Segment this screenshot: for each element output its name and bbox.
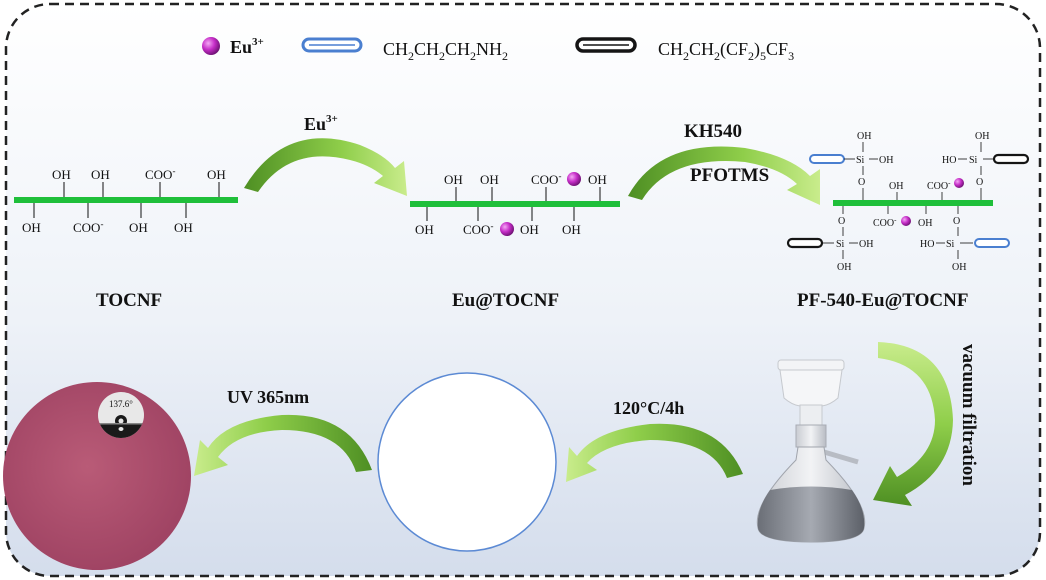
svg-text:Si: Si [946, 239, 955, 250]
svg-text:COO-: COO- [463, 221, 493, 237]
svg-text:COO-: COO- [531, 171, 561, 187]
filtration-flask-image [756, 359, 866, 543]
svg-text:COO-: COO- [145, 166, 175, 182]
luminescent-film: 137.6° [3, 382, 191, 570]
background-panel [4, 2, 1042, 578]
svg-text:O: O [953, 216, 960, 227]
legend-fluoro-label: CH2CH2(CF2)5CF3 [658, 39, 794, 63]
arrow-drying: 120°C/4h [566, 398, 743, 482]
tocnf-structure: OH OH COO- OH OH COO- OH OH TOCNF [14, 166, 238, 311]
svg-text:O: O [858, 177, 865, 188]
svg-text:Si: Si [856, 155, 865, 166]
svg-text:OH: OH [952, 262, 966, 273]
drying-label: 120°C/4h [613, 398, 684, 418]
svg-text:HO: HO [920, 239, 934, 250]
fluoro-bar [992, 153, 1030, 165]
svg-text:OH: OH [207, 167, 226, 182]
svg-text:Si: Si [836, 239, 845, 250]
svg-text:COO-: COO- [73, 219, 103, 235]
amine-bar [974, 238, 1010, 248]
step2-reagent-pfotms: PFOTMS [690, 165, 769, 186]
eu-ion [954, 178, 964, 188]
pf-tocnf-chain [833, 200, 993, 206]
amine-bar [809, 154, 845, 164]
svg-text:OH: OH [562, 222, 581, 237]
svg-text:OH: OH [837, 262, 851, 273]
svg-text:O: O [838, 216, 845, 227]
pf-tocnf-label: PF-540-Eu@TOCNF [797, 290, 968, 311]
tocnf-chain [14, 197, 238, 203]
svg-text:OH: OH [415, 222, 434, 237]
arrow-vacuum-filtration: vacuum filtration [873, 342, 979, 506]
svg-text:O: O [976, 177, 983, 188]
svg-text:HO: HO [942, 155, 956, 166]
contact-angle-value: 137.6° [109, 399, 133, 409]
step2-reagent-kh540: KH540 [684, 121, 742, 142]
svg-text:OH: OH [52, 167, 71, 182]
uv-label: UV 365nm [227, 387, 309, 407]
arrow-uv: UV 365nm [194, 387, 372, 476]
svg-text:OH: OH [91, 167, 110, 182]
legend-amine-label: CH2CH2CH2NH2 [383, 39, 508, 63]
eu-tocnf-structure: OH OH COO- OH OH COO- OH OH Eu@TOCNF [410, 171, 620, 311]
svg-text:COO-: COO- [873, 216, 897, 229]
eu-tocnf-chain [410, 201, 620, 207]
eu-ion [500, 222, 514, 236]
svg-text:OH: OH [480, 172, 499, 187]
step1-reagent-label: Eu3+ [304, 113, 338, 134]
tocnf-label: TOCNF [96, 290, 162, 311]
legend-eu-ion-icon [202, 37, 220, 55]
svg-text:OH: OH [588, 172, 607, 187]
svg-text:OH: OH [889, 181, 903, 192]
svg-text:OH: OH [857, 131, 871, 142]
svg-text:OH: OH [22, 220, 41, 235]
filtration-label: vacuum filtration [958, 344, 979, 486]
contact-angle-inset: 137.6° [98, 392, 144, 438]
white-membrane [377, 372, 557, 552]
svg-text:OH: OH [859, 239, 873, 250]
fluoro-bar [786, 237, 824, 249]
svg-text:OH: OH [174, 220, 193, 235]
svg-text:OH: OH [444, 172, 463, 187]
svg-text:Si: Si [969, 155, 978, 166]
svg-text:OH: OH [918, 218, 932, 229]
svg-text:OH: OH [975, 131, 989, 142]
eu-tocnf-label: Eu@TOCNF [452, 290, 559, 311]
svg-text:OH: OH [129, 220, 148, 235]
svg-text:OH: OH [879, 155, 893, 166]
legend: Eu3+ CH2CH2CH2NH2 CH2CH2(CF2)5CF3 [202, 36, 794, 63]
arrow-eu-addition: Eu3+ [244, 113, 407, 196]
arrow-silane-grafting: KH540 PFOTMS [628, 121, 820, 205]
eu-ion [567, 172, 581, 186]
legend-eu-label: Eu3+ [230, 36, 264, 57]
svg-text:COO-: COO- [927, 179, 951, 192]
eu-ion [901, 216, 911, 226]
pf-tocnf-structure: OH Si OH O OH COO- OH HO Si O O Si [786, 131, 1030, 311]
svg-text:OH: OH [520, 222, 539, 237]
